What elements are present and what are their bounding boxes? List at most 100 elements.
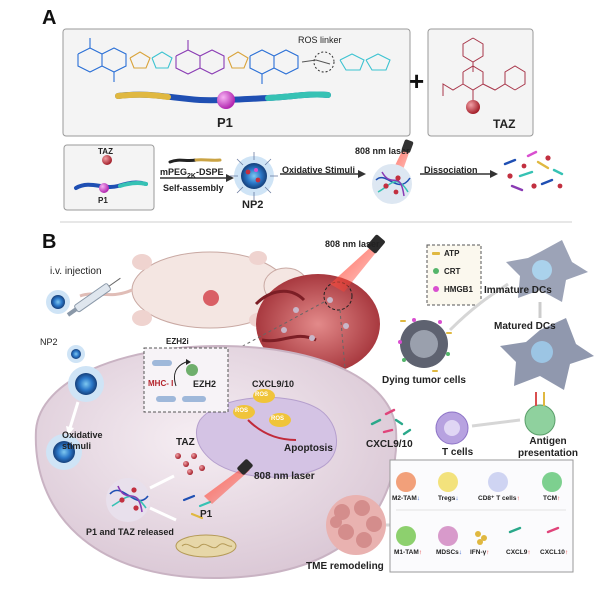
ros-label-3: ROS (271, 416, 285, 422)
p1-core-bead (217, 91, 235, 109)
dna-icons (152, 360, 206, 402)
summary-m2tam: M2-TAM↓ (392, 495, 421, 502)
mouse-tumor (203, 290, 219, 306)
cxcl-mid-label: CXCL9/10 (366, 439, 413, 450)
immature-dcs-label: Immature DCs (484, 285, 552, 296)
p1-structure-box (62, 28, 411, 137)
legend-atp: ATP (444, 249, 460, 258)
tme-remodeling-label: TME remodeling (306, 561, 384, 572)
mini-taz-bead (102, 155, 112, 165)
np2-in-cell-1 (75, 373, 97, 395)
laser-head-a (401, 139, 414, 153)
ezh2i-label: EZH2i (166, 337, 189, 346)
np2-label-a: NP2 (242, 199, 264, 211)
dying-cells-label: Dying tumor cells (382, 375, 466, 386)
p1-chemical-structure (77, 38, 391, 84)
dissociation-label: Dissociation (424, 165, 478, 175)
ros-1 (233, 405, 255, 419)
syringe (66, 277, 121, 317)
legend-crt: CRT (444, 267, 461, 276)
antigen-t-cell (524, 404, 556, 436)
dissociated-fragments (503, 150, 564, 192)
legend-hmgb1: HMGB1 (444, 285, 473, 294)
laser-beam-b-top (330, 246, 378, 292)
ros-3 (269, 413, 291, 427)
laser-label-b-bottom: 808 nm laser (254, 471, 315, 482)
panel-b-letter: B (42, 231, 57, 253)
laser-head-b-bottom (237, 459, 253, 475)
p1-taz-mini-box (63, 144, 155, 211)
tumor-tissue (254, 274, 380, 374)
antigen-presentation-label: Antigen presentation (518, 436, 579, 459)
atp-swatch (432, 252, 440, 255)
ezh2-label: EZH2 (193, 379, 217, 389)
ros-2 (253, 389, 275, 403)
apoptosis-label: Apoptosis (284, 443, 333, 454)
np2-small-1 (51, 295, 65, 309)
dying-tumor-cell (398, 318, 452, 372)
summary-tcm: TCM↑ (543, 495, 561, 502)
mitochondria-strand (247, 419, 297, 441)
matured-dc (500, 318, 594, 390)
taz-structure-box (427, 28, 534, 137)
mini-p1-label: P1 (98, 196, 108, 205)
summary-icons-row1 (396, 472, 562, 492)
disrupted-np (372, 164, 412, 204)
released-label: P1 and TAZ released (86, 527, 174, 537)
p1-fragments (182, 494, 212, 520)
np2-small-2 (71, 349, 81, 359)
ros-label-1: ROS (235, 408, 249, 414)
taz-beads (175, 453, 205, 475)
ezh2i-molecule (186, 364, 198, 376)
np2-nanoparticle (230, 152, 278, 200)
laser-head-b-top (367, 234, 385, 254)
summary-cd8: CD8⁺ T cells↑ (478, 495, 520, 502)
tme-remodeling-cluster (326, 495, 386, 555)
released-cluster (106, 478, 150, 522)
t-cells-label: T cells (442, 447, 474, 458)
p1-label-b: P1 (200, 509, 213, 520)
mhc-label: MHC- I (148, 379, 174, 388)
summary-icons-row2 (396, 526, 560, 546)
summary-tregs: Tregs↓ (438, 495, 459, 502)
laser-label-a: 808 nm laser (355, 146, 410, 156)
p1-label: P1 (217, 115, 233, 130)
oxidative-stimuli-label-a: Oxidative Stimuli (282, 165, 356, 175)
crt-swatch (433, 268, 439, 274)
ros-markers (233, 389, 291, 427)
matured-dcs-label: Matured DCs (494, 321, 556, 332)
laser-beam-b-bottom (204, 468, 250, 504)
ros-linker-label: ROS linker (298, 35, 342, 45)
summary-m1tam: M1-TAM↑ (394, 549, 423, 556)
summary-cxcl10: CXCL10↑ (540, 549, 569, 556)
cxcl-top-label: CXCL9/10 (252, 379, 295, 389)
summary-mdscs: MDSCs↓ (436, 549, 463, 556)
summary-cxcl9: CXCL9↑ (506, 549, 531, 556)
self-assembly-label: Self-assembly (163, 183, 224, 193)
laser-label-b-top: 808 nm laser (325, 239, 380, 249)
cxcl-chemokines (370, 408, 412, 436)
taz-bead (466, 100, 480, 114)
ros-label-2: ROS (255, 392, 269, 398)
plus-sign: + (409, 66, 425, 96)
ros-linker-circle (313, 51, 335, 73)
mitochondrion (175, 534, 237, 558)
mpeg-label: mPEG2K-DSPE (160, 167, 224, 180)
immune-summary-box (389, 459, 574, 573)
mini-taz-label: TAZ (98, 147, 113, 156)
taz-label: TAZ (493, 117, 516, 131)
np2-in-cell-2 (53, 441, 75, 463)
summary-ifng: IFN-γ↑ (470, 549, 490, 556)
mpeg-chain (168, 158, 198, 164)
taz-chemical-structure (442, 37, 526, 102)
taz-label-b: TAZ (176, 437, 195, 448)
immature-dc (506, 240, 588, 302)
np2-label-b: NP2 (40, 337, 58, 347)
hmgb1-swatch (433, 286, 439, 292)
p1-chain-cyan (265, 91, 331, 101)
panel-a-letter: A (42, 7, 57, 29)
oxidative-stimuli-label-b: Oxidative stimuli (62, 430, 103, 451)
p1-chain-yellow (115, 91, 171, 100)
